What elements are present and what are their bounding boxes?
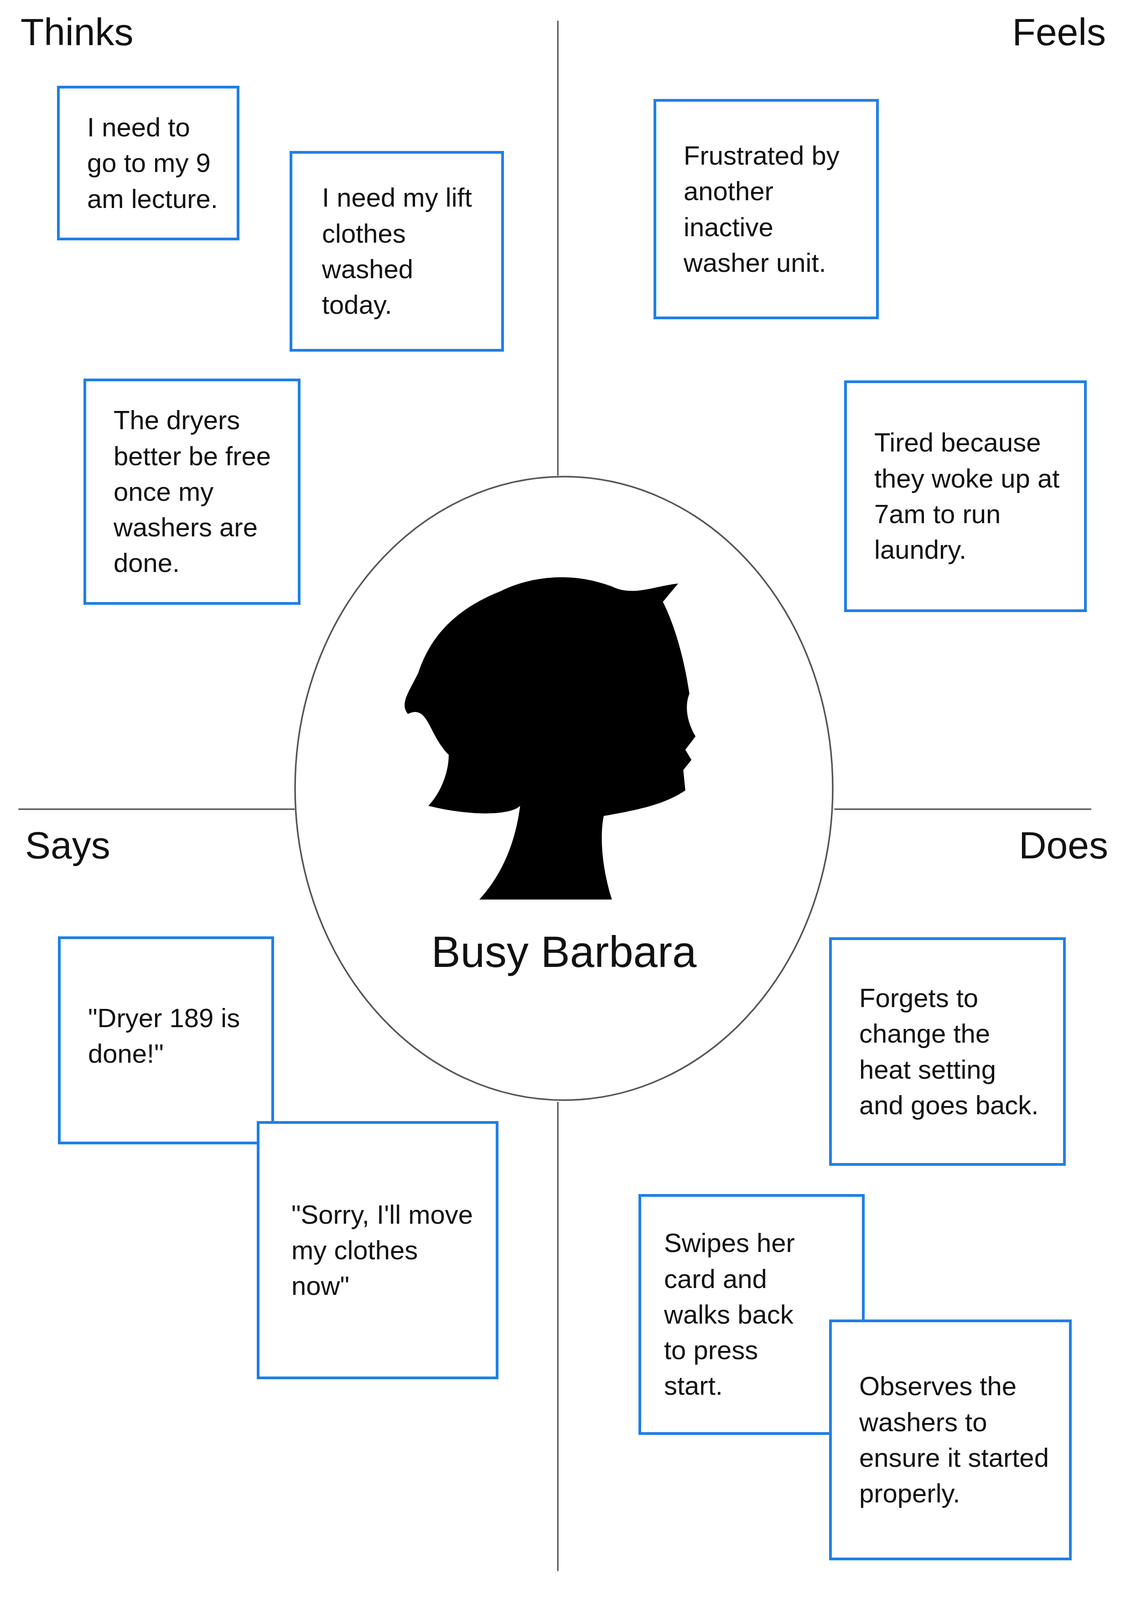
persona-name: Busy Barbara <box>293 926 835 977</box>
sticky-note: Frustrated by another inactive washer un… <box>653 98 879 320</box>
sticky-note: "Dryer 189 is done!" <box>57 936 275 1145</box>
note-text: I need my lift clothes washed today. <box>321 179 483 323</box>
note-text: The dryers better be free once my washer… <box>113 402 280 581</box>
note-text: Frustrated by another inactive washer un… <box>683 137 858 281</box>
quadrant-label: Thinks <box>20 10 134 55</box>
sticky-note: Observes the washers to ensure it starte… <box>829 1319 1072 1561</box>
divider-line <box>557 1101 559 1572</box>
quadrant-label: Does <box>1018 823 1109 868</box>
note-text: "Sorry, I'll move my clothes now" <box>291 1196 478 1304</box>
circle-outline <box>293 475 835 1102</box>
note-text: Forgets to change the heat setting and g… <box>859 980 1045 1123</box>
quadrant-label: Says <box>25 823 111 868</box>
note-text: Swipes her card and walks back to press … <box>664 1224 817 1404</box>
divider-line <box>834 808 1092 810</box>
sticky-note: The dryers better be free once my washer… <box>83 378 301 605</box>
sticky-note: Tired because they woke up at 7am to run… <box>844 380 1087 613</box>
divider-line <box>18 808 295 810</box>
sticky-note: Forgets to change the heat setting and g… <box>829 937 1066 1166</box>
note-text: Observes the washers to ensure it starte… <box>859 1368 1051 1511</box>
sticky-note: I need my lift clothes washed today. <box>289 150 504 352</box>
note-text: Tired because they woke up at 7am to run… <box>874 424 1066 568</box>
sticky-note: "Sorry, I'll move my clothes now" <box>256 1120 499 1380</box>
persona-silhouette <box>404 577 696 900</box>
divider-line <box>557 20 559 476</box>
sticky-note: I need to go to my 9 am lecture. <box>57 85 240 241</box>
note-text: I need to go to my 9 am lecture. <box>87 109 219 217</box>
quadrant-label: Feels <box>1012 10 1106 55</box>
note-text: "Dryer 189 is done!" <box>88 1000 244 1072</box>
persona-circle: Busy Barbara <box>293 475 835 1102</box>
